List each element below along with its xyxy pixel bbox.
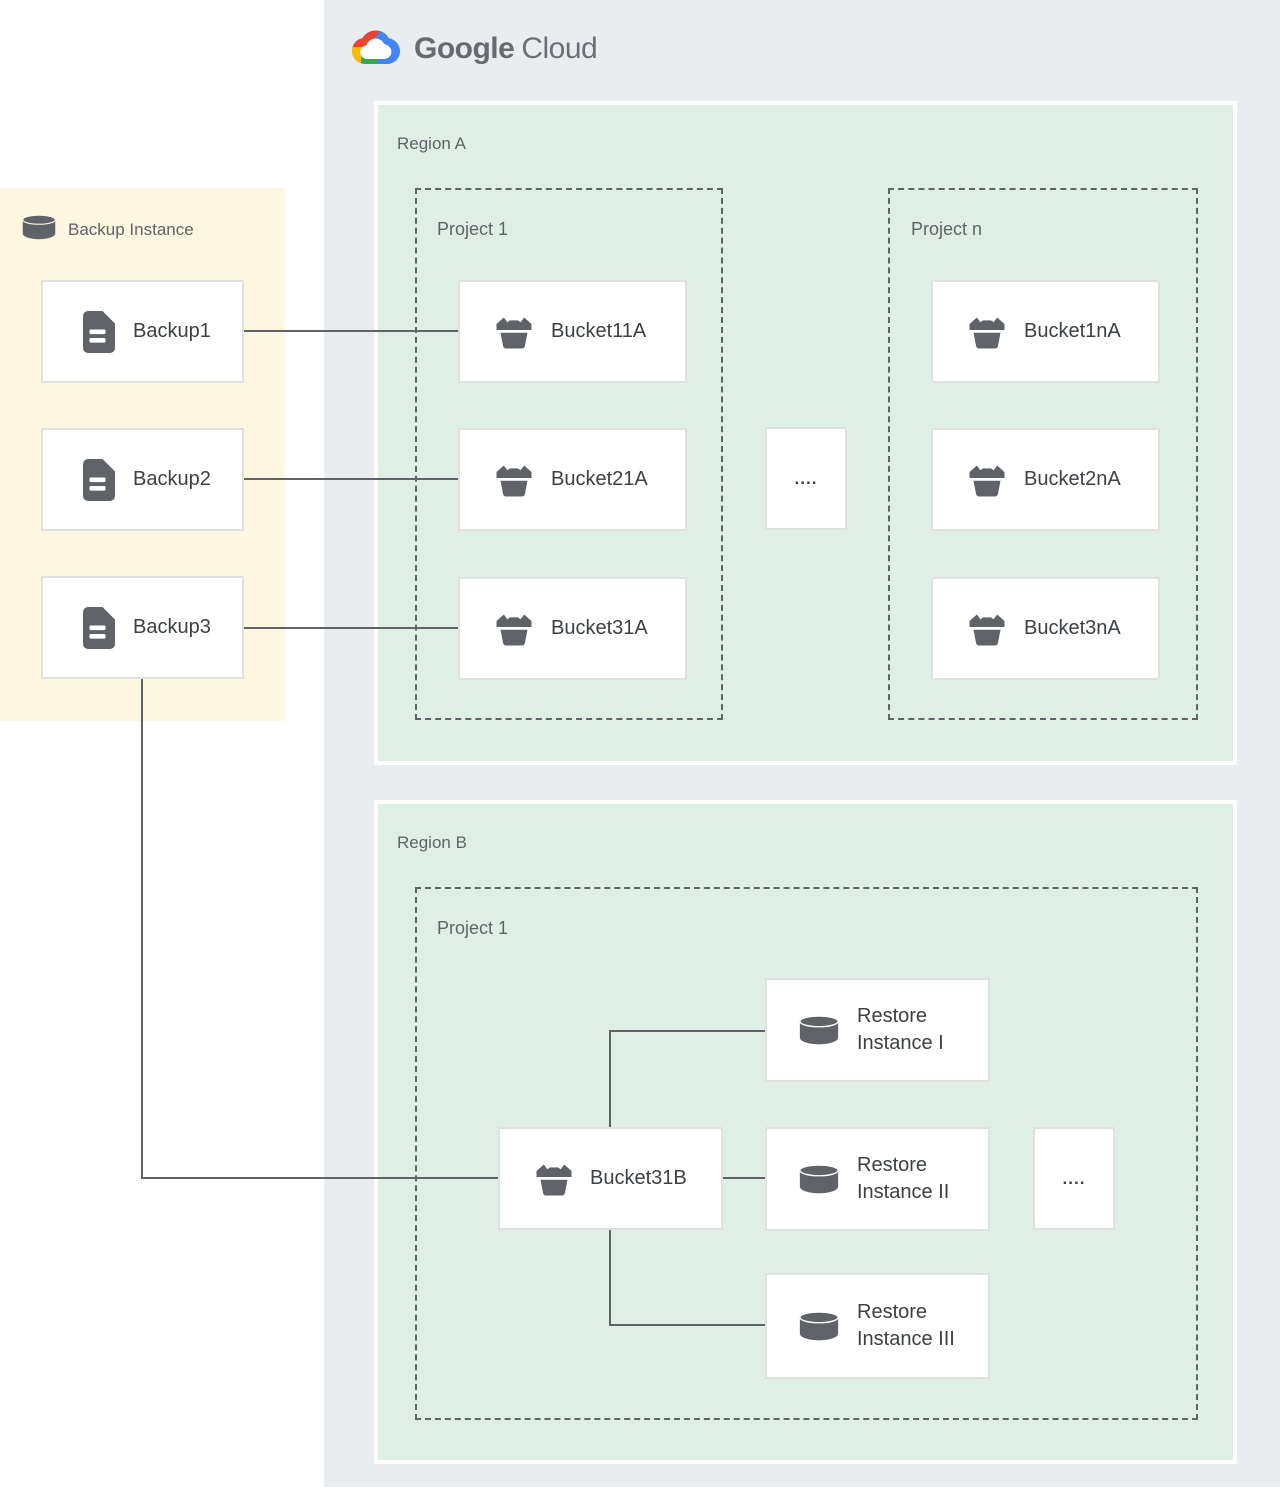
bucket-icon xyxy=(967,611,1007,646)
bucket-icon xyxy=(494,462,534,497)
region-a-label: Region A xyxy=(397,134,466,153)
restore-instance-2-node: Restore Instance II xyxy=(765,1127,990,1231)
connector-backup1-bucket11a xyxy=(244,330,458,332)
ellipsis-label: .... xyxy=(1062,1168,1086,1188)
region-b-project-1-label: Project 1 xyxy=(437,918,509,938)
bucket-icon xyxy=(534,1161,574,1196)
connector-backup3-bucket31a xyxy=(244,627,458,629)
bucket21a-label: Bucket21A xyxy=(551,468,648,490)
backup-file-icon xyxy=(79,310,116,354)
connector-bucket31b-restore3 xyxy=(609,1324,765,1326)
backup-file-icon xyxy=(79,458,116,502)
restore-instance-3-node: Restore Instance III xyxy=(765,1273,990,1379)
backup1-node: Backup1 xyxy=(41,280,244,383)
bucket31a-node: Bucket31A xyxy=(458,577,687,680)
backup-instance-title: Backup Instance xyxy=(68,219,194,239)
bucket11a-node: Bucket11A xyxy=(458,280,687,383)
restore-instance-1-node: Restore Instance I xyxy=(765,978,990,1082)
database-icon xyxy=(797,1163,841,1195)
bucket21a-node: Bucket21A xyxy=(458,428,687,531)
logo-product: Cloud xyxy=(521,31,598,65)
region-a-project-1-box xyxy=(415,188,723,720)
ellipsis-label: .... xyxy=(794,468,818,488)
bucket2na-label: Bucket2nA xyxy=(1024,468,1121,490)
backup-instance-header: Backup Instance xyxy=(20,214,194,245)
bucket3na-node: Bucket3nA xyxy=(931,577,1160,680)
region-a-ellipsis-node: .... xyxy=(765,427,847,530)
bucket1na-node: Bucket1nA xyxy=(931,280,1160,383)
bucket-icon xyxy=(967,462,1007,497)
connector-bucket31b-up xyxy=(609,1030,611,1127)
google-cloud-logo-icon xyxy=(352,26,400,71)
bucket-icon xyxy=(494,314,534,349)
connector-backup2-bucket21a xyxy=(244,478,458,480)
backup3-node: Backup3 xyxy=(41,576,244,679)
backup2-label: Backup2 xyxy=(133,468,211,490)
logo-brand: Google xyxy=(414,31,515,65)
connector-bucket31b-down xyxy=(609,1230,611,1326)
bucket31b-node: Bucket31B xyxy=(498,1127,723,1230)
backup2-node: Backup2 xyxy=(41,428,244,531)
region-a-project-n-box xyxy=(888,188,1198,720)
bucket1na-label: Bucket1nA xyxy=(1024,320,1121,342)
bucket3na-label: Bucket3nA xyxy=(1024,617,1121,639)
region-b-project-1-box xyxy=(415,887,1198,1420)
connector-bucket31b-restore2 xyxy=(723,1177,765,1179)
backup-file-icon xyxy=(79,606,116,650)
connector-backup3-down xyxy=(141,679,143,1179)
region-a-project-1-label: Project 1 xyxy=(437,219,509,239)
connector-backup3-bucket31b xyxy=(141,1177,498,1179)
bucket11a-label: Bucket11A xyxy=(551,320,647,342)
bucket2na-node: Bucket2nA xyxy=(931,428,1160,531)
region-b-ellipsis-node: .... xyxy=(1033,1127,1115,1230)
region-b-label: Region B xyxy=(397,833,467,852)
bucket-icon xyxy=(967,314,1007,349)
database-icon xyxy=(797,1014,841,1046)
database-icon xyxy=(797,1310,841,1342)
backup1-label: Backup1 xyxy=(133,320,211,342)
backup3-label: Backup3 xyxy=(133,616,211,638)
region-a-project-n-label: Project n xyxy=(911,219,983,239)
restore-instance-2-label: Restore Instance II xyxy=(857,1154,950,1203)
bucket31a-label: Bucket31A xyxy=(551,617,648,639)
restore-instance-1-label: Restore Instance I xyxy=(857,1005,944,1054)
connector-bucket31b-restore1 xyxy=(609,1030,765,1032)
database-icon xyxy=(20,214,58,245)
bucket31b-label: Bucket31B xyxy=(590,1167,687,1189)
restore-instance-3-label: Restore Instance III xyxy=(857,1301,955,1350)
bucket-icon xyxy=(494,611,534,646)
